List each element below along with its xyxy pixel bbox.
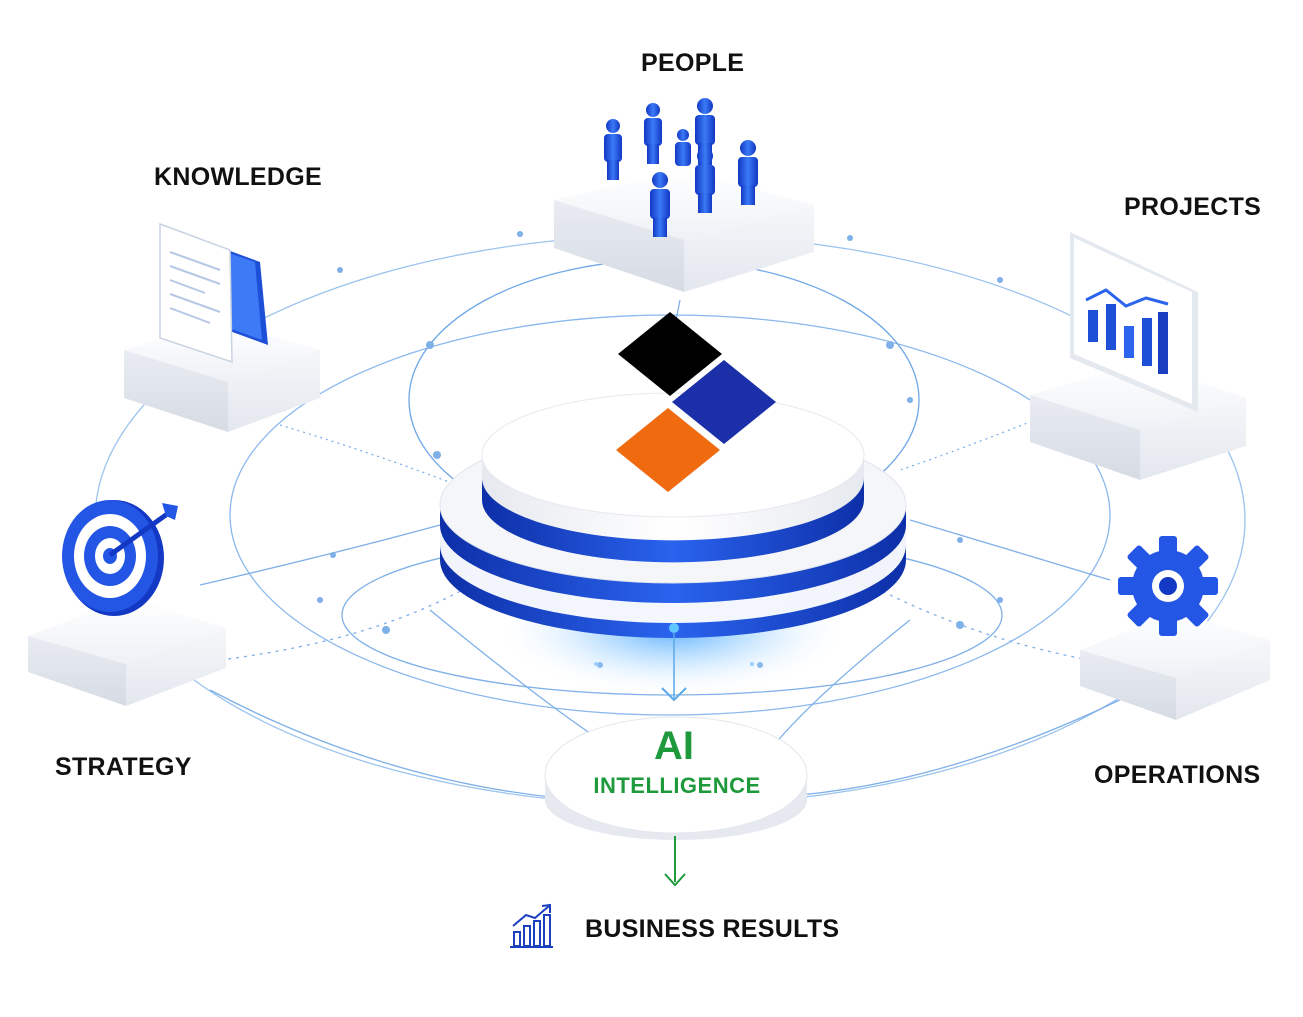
flow-arrow-icon: [661, 687, 687, 702]
flow-node: [669, 623, 679, 633]
node-label-people: PEOPLE: [641, 49, 745, 77]
logo-square-orange: [616, 408, 720, 492]
document-folder-icon: [159, 222, 268, 364]
spoke-operations: [909, 519, 1111, 581]
node-label-strategy: STRATEGY: [55, 753, 192, 781]
spoke-ai-bottom: [209, 689, 561, 799]
knowledge-block: [124, 222, 320, 432]
gear-icon: [1118, 536, 1218, 636]
spoke-ai-bottom-r: [799, 689, 1141, 796]
network-dots: [317, 231, 1003, 668]
business-results-label: BUSINESS RESULTS: [585, 915, 840, 943]
target-arrow-icon: [62, 500, 178, 616]
operations-block: [1080, 536, 1270, 720]
strategy-block: [28, 500, 226, 706]
spoke-strategy-low: [219, 579, 481, 661]
spoke-strategy: [199, 524, 441, 586]
ai-intelligence-disc: [544, 716, 808, 840]
spoke-ai: [429, 609, 601, 741]
intelligence-label: INTELLIGENCE: [593, 773, 761, 798]
bar-chart-monitor-icon: [1070, 232, 1198, 412]
people-block: [554, 98, 814, 292]
brand-logo: [616, 312, 776, 492]
spoke-people: [675, 299, 681, 321]
node-label-knowledge: KNOWLEDGE: [154, 163, 322, 191]
people-group-icon: [604, 98, 758, 237]
spoke-ai-right: [769, 619, 911, 751]
spoke-knowledge: [279, 424, 471, 491]
central-platform: [439, 312, 907, 702]
logo-square-navy: [672, 360, 776, 444]
rising-bar-chart-icon: [510, 903, 553, 948]
logo-square-black: [618, 312, 722, 396]
projects-block: [1030, 232, 1246, 480]
result-arrow-icon: [664, 873, 686, 887]
spoke-operations-low: [879, 589, 1091, 661]
ai-label: AI: [654, 724, 694, 768]
node-label-operations: OPERATIONS: [1094, 761, 1261, 789]
node-label-projects: PROJECTS: [1124, 193, 1262, 221]
